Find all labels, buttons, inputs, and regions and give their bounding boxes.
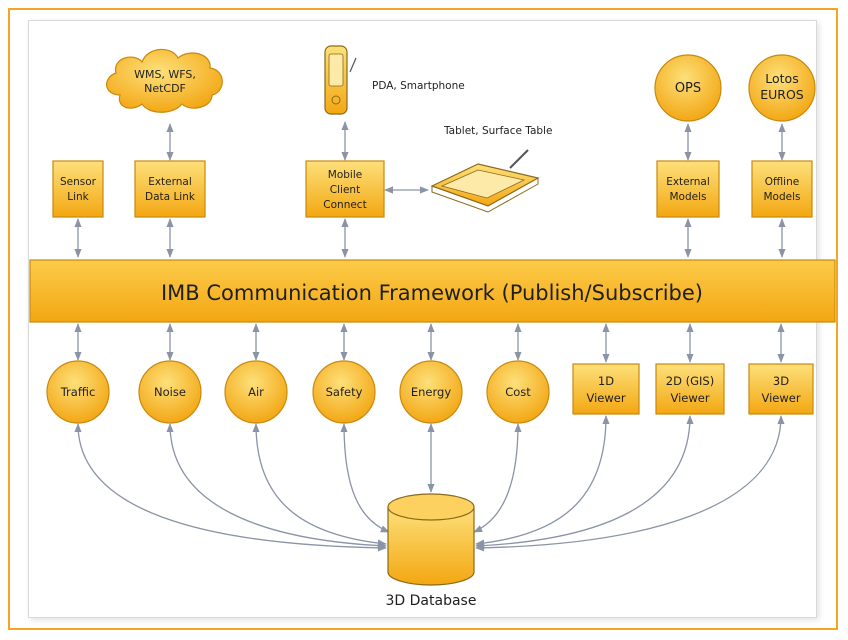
mobile-client-line-2: Client [330, 184, 360, 196]
sensor-link-box: Sensor Link [52, 160, 104, 218]
tablet-label: Tablet, Surface Table [443, 125, 552, 137]
viewer-3d-line-1: 3D [773, 374, 789, 388]
lotos-euros-node: Lotos EUROS [748, 54, 816, 122]
cloud-line-1: WMS, WFS, [134, 68, 196, 81]
energy-label: Energy [411, 385, 451, 399]
viewer-1d-line-1: 1D [598, 374, 614, 388]
offline-models-line-2: Models [764, 191, 801, 203]
database-cylinder [387, 493, 475, 586]
viewer-2d-line-2: Viewer [670, 391, 709, 405]
traffic-node: Traffic [46, 360, 110, 424]
lotos-line-1: Lotos [765, 71, 798, 86]
database-label: 3D Database [386, 593, 477, 609]
cloud-line-2: NetCDF [144, 82, 186, 95]
curve-1d-db [475, 415, 610, 547]
framework-label: IMB Communication Framework (Publish/Sub… [161, 281, 703, 305]
noise-node: Noise [138, 360, 202, 424]
pda-label: PDA, Smartphone [372, 80, 465, 92]
air-label: Air [248, 385, 264, 399]
offline-models-line-1: Offline [765, 176, 799, 188]
viewer-3d-line-2: Viewer [761, 391, 800, 405]
cost-node: Cost [486, 360, 550, 424]
external-models-line-1: External [666, 176, 710, 188]
external-data-link-line-2: Data Link [145, 191, 196, 203]
viewer-2d-box: 2D (GIS) Viewer [655, 363, 725, 415]
viewer-1d-box: 1D Viewer [572, 363, 640, 415]
ops-label: OPS [675, 81, 701, 96]
curve-noise-db [166, 423, 387, 550]
energy-node: Energy [399, 360, 463, 424]
cloud-node: WMS, WFS, NetCDF [106, 48, 223, 113]
ops-node: OPS [654, 54, 722, 122]
mobile-client-line-3: Connect [323, 199, 366, 211]
connectors [74, 121, 786, 552]
viewer-1d-line-2: Viewer [586, 391, 625, 405]
external-data-link-box: External Data Link [134, 160, 206, 218]
curve-air-db [252, 423, 387, 547]
traffic-label: Traffic [60, 385, 96, 399]
sensor-link-line-2: Link [67, 191, 89, 203]
curve-traffic-db [74, 423, 387, 552]
offline-models-box: Offline Models [751, 160, 813, 218]
external-models-line-2: Models [670, 191, 707, 203]
tablet-icon [430, 149, 540, 213]
external-data-link-line-1: External [148, 176, 192, 188]
mobile-client-connect-box: Mobile Client Connect [305, 160, 385, 218]
viewer-2d-line-1: 2D (GIS) [666, 374, 714, 388]
noise-label: Noise [154, 385, 186, 399]
air-node: Air [224, 360, 288, 424]
lotos-line-2: EUROS [760, 87, 804, 102]
cost-label: Cost [505, 385, 531, 399]
external-models-box: External Models [656, 160, 720, 218]
framework-bar: IMB Communication Framework (Publish/Sub… [29, 259, 836, 323]
mobile-client-line-1: Mobile [328, 169, 362, 181]
safety-node: Safety [312, 360, 376, 424]
curve-safety-db [340, 423, 390, 533]
safety-label: Safety [326, 385, 363, 399]
sensor-link-line-1: Sensor [60, 176, 97, 188]
curve-3d-db [475, 415, 785, 552]
curve-cost-db [473, 423, 522, 533]
viewer-3d-box: 3D Viewer [748, 363, 814, 415]
pda-icon [324, 45, 357, 115]
